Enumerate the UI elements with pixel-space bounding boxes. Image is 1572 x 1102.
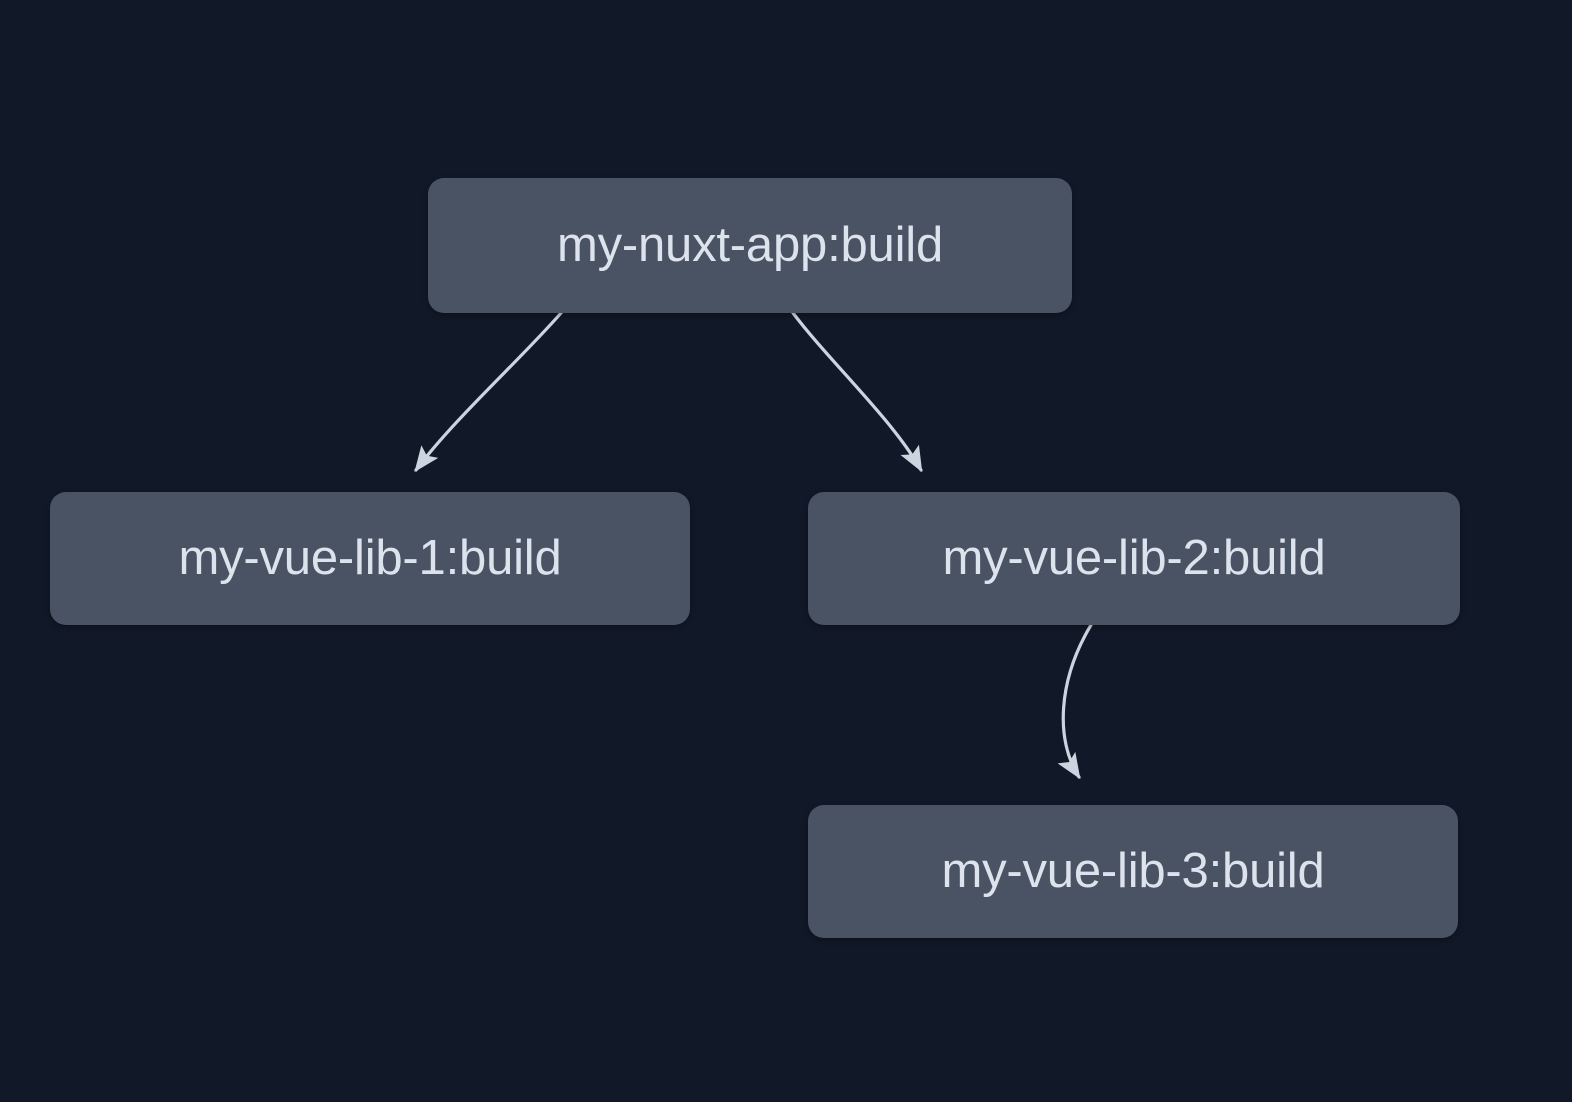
graph-node-label: my-vue-lib-3:build — [941, 844, 1325, 898]
graph-node-my-nuxt-app-build[interactable]: my-nuxt-app:build — [428, 178, 1072, 313]
graph-node-my-vue-lib-3-build[interactable]: my-vue-lib-3:build — [808, 805, 1458, 938]
graph-node-my-vue-lib-1-build[interactable]: my-vue-lib-1:build — [50, 492, 690, 625]
edge-nuxt-app-to-vue-lib-2 — [791, 311, 923, 473]
graph-node-label: my-vue-lib-1:build — [178, 531, 562, 585]
graph-node-label: my-vue-lib-2:build — [942, 531, 1326, 585]
edge-vue-lib-2-to-vue-lib-3 — [1057, 623, 1093, 780]
graph-node-my-vue-lib-2-build[interactable]: my-vue-lib-2:build — [808, 492, 1460, 625]
edge-nuxt-app-to-vue-lib-1 — [414, 311, 563, 473]
graph-node-label: my-nuxt-app:build — [556, 218, 944, 272]
